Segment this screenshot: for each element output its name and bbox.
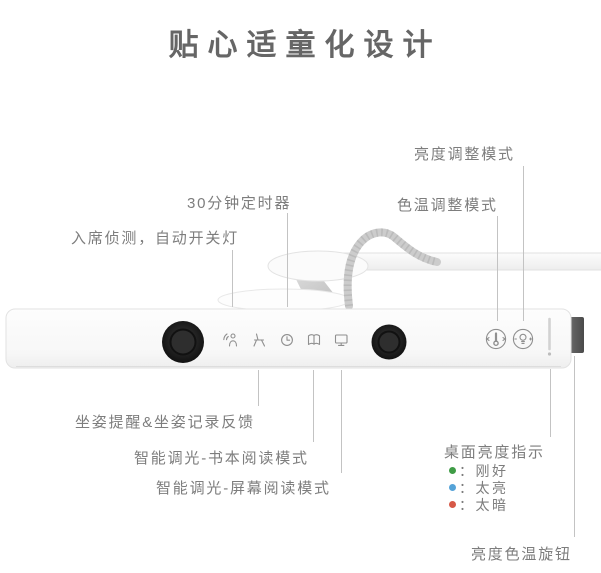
callout-screen-mode: 智能调光-屏幕阅读模式 <box>156 480 331 497</box>
legend-row-too-bright: ：太亮 <box>449 479 545 496</box>
legend-label: ：刚好 <box>459 462 509 479</box>
brightness-indicator-strip <box>547 317 552 356</box>
sitting-posture-icon <box>253 333 266 347</box>
power-cable-icon <box>343 228 441 310</box>
callout-brightness-mode: 亮度调整模式 <box>414 146 515 163</box>
legend-row-too-dark: ：太暗 <box>449 496 545 513</box>
legend-label: ：太亮 <box>459 479 509 496</box>
blue-dot-icon <box>449 484 456 491</box>
presence-detection-icon <box>223 333 238 347</box>
brightness-mode-icon <box>512 328 534 350</box>
legend-row-just-right: ：刚好 <box>449 462 545 479</box>
red-dot-icon <box>449 501 456 508</box>
callout-timer: 30分钟定时器 <box>187 195 292 212</box>
camera-sensor-right <box>371 324 407 360</box>
annotation-lines <box>232 166 575 537</box>
lamp-bar <box>5 308 572 369</box>
camera-sensor-left <box>162 321 204 363</box>
callout-color-temp-mode: 色温调整模式 <box>397 197 498 214</box>
callout-seat-detection: 入席侦测，自动开关灯 <box>71 230 240 247</box>
green-dot-icon <box>449 467 456 474</box>
book-reading-icon <box>307 334 321 345</box>
legend-title: 桌面亮度指示 <box>444 444 545 461</box>
lamp-clamp-head <box>217 250 369 312</box>
callout-knob: 亮度色温旋钮 <box>471 546 572 563</box>
timer-clock-icon <box>281 334 293 346</box>
color-temp-mode-icon <box>485 328 507 350</box>
brightness-legend: 桌面亮度指示 ：刚好 ：太亮 ：太暗 <box>444 441 545 513</box>
callout-book-mode: 智能调光-书本阅读模式 <box>134 450 309 467</box>
screen-reading-icon <box>334 334 348 346</box>
callout-posture: 坐姿提醒&坐姿记录反馈 <box>75 414 255 431</box>
legend-label: ：太暗 <box>459 496 509 513</box>
page-title: 贴心适童化设计 <box>168 29 442 62</box>
